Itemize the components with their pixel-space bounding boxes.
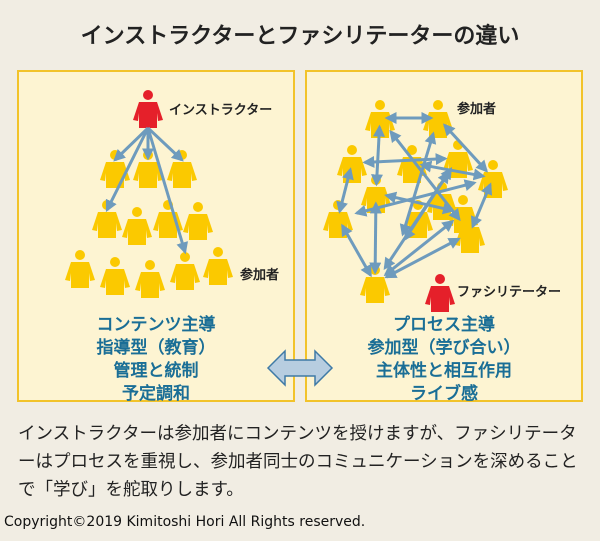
participants-label: 参加者 <box>240 268 280 283</box>
arrow <box>369 201 382 275</box>
participant-figure <box>92 200 122 238</box>
arrow <box>341 223 372 278</box>
feature: 参加型（学び合い） <box>367 338 521 358</box>
feature: 主体性と相互作用 <box>376 361 512 381</box>
arrow <box>113 126 150 162</box>
arrow <box>362 153 448 168</box>
participant-figure <box>135 260 165 298</box>
feature: 予定調和 <box>122 384 190 404</box>
feature: 管理と統制 <box>113 361 199 381</box>
arrow <box>470 182 493 229</box>
feature: プロセス主導 <box>393 315 495 335</box>
participant-figure <box>65 250 95 288</box>
feature: 指導型（教育） <box>96 338 216 358</box>
instructor-figure <box>133 90 163 128</box>
participant-figure <box>183 202 213 240</box>
feature: コンテンツ主導 <box>96 315 216 335</box>
arrow <box>419 160 486 181</box>
participants-label: 参加者 <box>457 102 497 117</box>
double-arrow-icon <box>266 349 334 387</box>
description-text: インストラクターは参加者にコンテンツを授けますが、ファシリテーターはプロセスを重… <box>18 424 578 500</box>
facilitator-figure <box>425 274 455 312</box>
copyright: Copyright©2019 Kimitoshi Hori All Rights… <box>4 514 366 530</box>
participant-figure <box>167 150 197 188</box>
instructor-label: インストラクター <box>169 103 273 118</box>
facilitator-label: ファシリテーター <box>457 285 562 300</box>
participant-figure <box>170 252 200 290</box>
feature: ライブ感 <box>410 384 478 404</box>
diagram-figures <box>65 90 508 387</box>
participant-figure <box>100 150 130 188</box>
arrow <box>403 167 453 241</box>
participant-figure <box>122 207 152 245</box>
arrow <box>146 127 189 255</box>
participant-figure <box>337 145 367 183</box>
arrow <box>105 127 150 213</box>
arrow <box>336 167 354 214</box>
participant-figure <box>100 257 130 295</box>
participant-figure <box>323 200 353 238</box>
facilitator-features: プロセス主導 参加型（学び合い） 主体性と相互作用 ライブ感 <box>307 314 581 406</box>
participant-figure <box>203 247 233 285</box>
instructor-features: コンテンツ主導 指導型（教育） 管理と統制 予定調和 <box>19 314 293 406</box>
page-title: インストラクターとファシリテーターの違い <box>80 24 520 49</box>
arrow <box>146 126 184 162</box>
